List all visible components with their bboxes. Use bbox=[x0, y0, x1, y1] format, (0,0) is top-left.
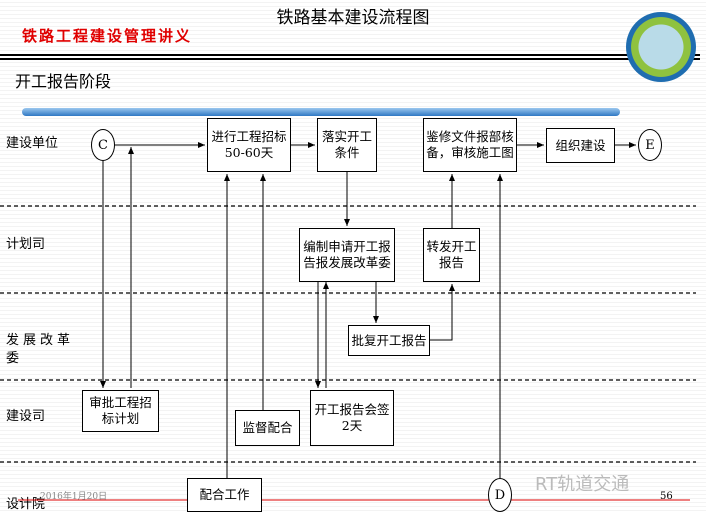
logo bbox=[626, 12, 696, 82]
node-review: 鉴修文件报部核备，审核施工图 bbox=[423, 118, 517, 172]
node-organize: 组织建设 bbox=[546, 128, 615, 163]
lane-label-design: 设计院 bbox=[6, 497, 46, 512]
header-double-rule bbox=[0, 54, 700, 56]
node-approve: 批复开工报告 bbox=[348, 325, 430, 356]
node-cooperate: 配合工作 bbox=[187, 478, 262, 512]
connector-c: C bbox=[91, 129, 115, 161]
connector-e: E bbox=[638, 129, 662, 161]
node-supervise: 监督配合 bbox=[235, 410, 300, 446]
node-tender: 进行工程招标 50-60天 bbox=[207, 118, 291, 172]
footer-date: 2016年1月20日 bbox=[40, 492, 108, 502]
node-forward: 转发开工报告 bbox=[423, 228, 480, 282]
page-number: 56 bbox=[660, 491, 673, 502]
page-title: 铁路基本建设流程图 bbox=[276, 8, 430, 28]
connector-d: D bbox=[488, 478, 512, 512]
node-plan: 审批工程招标计划 bbox=[82, 390, 159, 432]
arrow-approve-forward bbox=[430, 284, 455, 341]
watermark: RT轨道交通 bbox=[535, 474, 630, 495]
stage-title: 开工报告阶段 bbox=[15, 72, 112, 91]
lane-label-ndrc: 发展改革委 bbox=[6, 333, 75, 366]
lane-label-construction: 建设司 bbox=[6, 409, 46, 424]
subtitle: 铁路工程建设管理讲义 bbox=[22, 27, 193, 45]
lane-label-planning: 计划司 bbox=[6, 237, 46, 252]
node-prepare: 编制申请开工报告报发展改革委 bbox=[299, 228, 395, 282]
lane-label-builder: 建设单位 bbox=[6, 136, 59, 151]
stage-underline-bar bbox=[22, 108, 620, 116]
node-conditions: 落实开工条件 bbox=[317, 118, 377, 172]
node-countersign: 开工报告会签 2天 bbox=[310, 390, 394, 446]
